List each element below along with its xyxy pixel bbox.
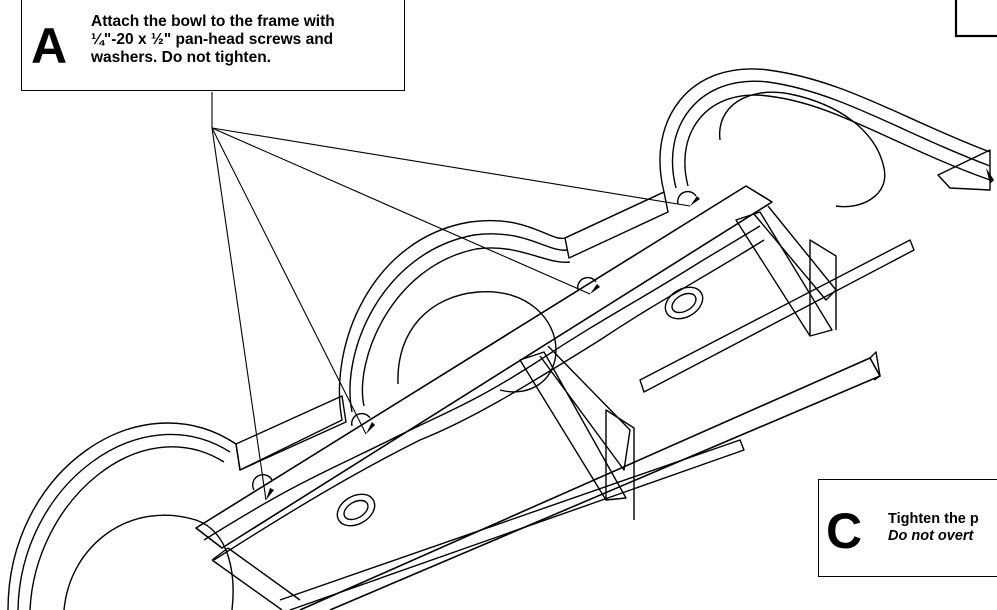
- screw-mount-4: [677, 190, 697, 205]
- frame-top-rail-inner-2: [213, 239, 765, 561]
- frame-back-rail: [639, 239, 915, 393]
- screws: [266, 168, 994, 500]
- drain-hole-left: [336, 493, 376, 527]
- screw-mount-2: [351, 412, 371, 427]
- bowl-basin-right: [719, 91, 886, 208]
- drain-hole-left-inner: [343, 499, 369, 521]
- bowl-outline: [7, 68, 991, 610]
- cross-brace-middle: [519, 345, 631, 501]
- step-box-edge: [954, 0, 997, 38]
- cross-brace-right: [735, 205, 837, 337]
- screw-4: [690, 196, 700, 206]
- frame-side-bracket: [869, 351, 881, 381]
- callout-a-line-2: ¼"-20 x ½" pan-head screws and: [91, 31, 334, 48]
- screw-mount-3: [577, 276, 597, 291]
- drain-hole-right-inner: [671, 292, 697, 314]
- callout-a-line-1: Attach the bowl to the frame with: [91, 13, 335, 30]
- callout-a-line-3: washers. Do not tighten.: [91, 49, 271, 66]
- screw-1: [266, 488, 274, 500]
- screw-2: [366, 422, 375, 434]
- bowl-outline-inner-2: [29, 94, 991, 610]
- frame-top-rail-inner: [203, 225, 761, 541]
- bowl-basin-left: [63, 514, 234, 610]
- cross-brace-left: [211, 547, 301, 610]
- callout-c: C Tighten the p Do not overt: [818, 479, 997, 577]
- callout-c-text: Tighten the p Do not overt: [888, 511, 979, 545]
- callout-c-letter: C: [826, 503, 863, 559]
- frame-top-rail: [195, 185, 773, 549]
- screw-tail: [986, 168, 994, 184]
- rim-ledge-2: [564, 191, 669, 259]
- bowl-outline-inner-1: [17, 80, 991, 610]
- frame-bottom-rail: [299, 357, 881, 610]
- callout-c-line-2: Do not overt: [888, 528, 974, 544]
- bowl-basin-middle: [397, 291, 557, 393]
- callout-a: A Attach the bowl to the frame with ¼"-2…: [21, 0, 405, 91]
- callout-a-text: Attach the bowl to the frame with ¼"-20 …: [91, 13, 335, 67]
- screw-mount-1: [252, 474, 273, 491]
- cross-brace-right-post: [809, 239, 837, 336]
- screw-3: [590, 284, 600, 294]
- frame-mid-rail: [279, 439, 745, 610]
- rim-ledge-1: [235, 395, 347, 471]
- cross-brace-middle-post: [605, 409, 635, 520]
- bowl-tail: [937, 149, 991, 191]
- callout-a-letter: A: [31, 18, 68, 74]
- leader-lines: [211, 92, 691, 501]
- drain-hole-right: [664, 286, 704, 320]
- callout-c-line-1: Tighten the p: [888, 511, 979, 527]
